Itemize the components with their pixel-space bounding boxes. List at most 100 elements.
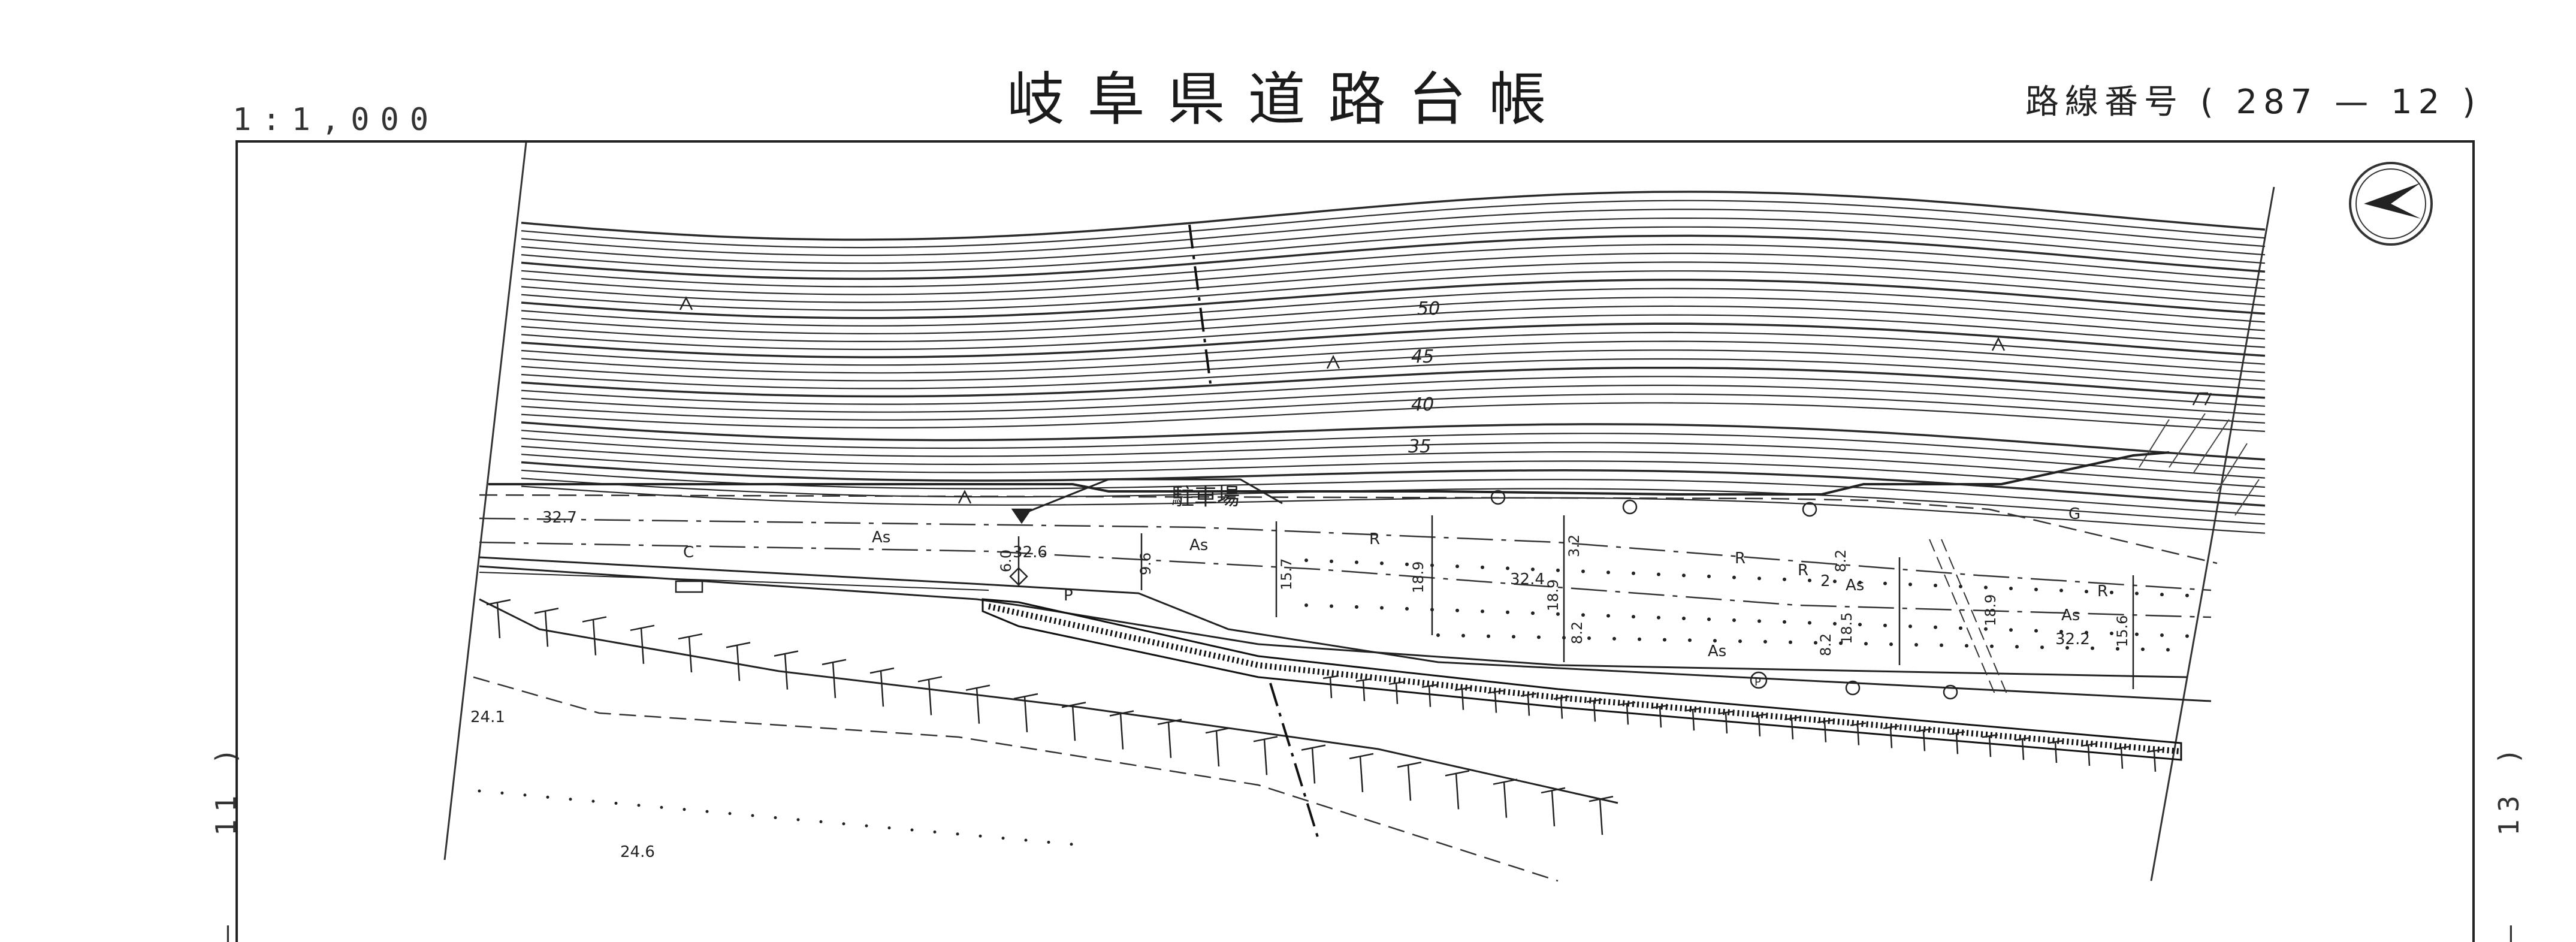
parking-label: 駐車場 bbox=[1171, 484, 1240, 510]
dot-marker bbox=[1990, 644, 1994, 648]
river-bank-2 bbox=[473, 676, 1559, 882]
contour-line bbox=[521, 349, 2266, 382]
contour-line bbox=[521, 485, 2266, 534]
dot-marker bbox=[1612, 636, 1616, 641]
dot-marker bbox=[796, 818, 800, 822]
dot-marker bbox=[2091, 646, 2094, 650]
dot-marker bbox=[1984, 627, 1988, 631]
dot-marker bbox=[2009, 587, 2013, 590]
dot-marker bbox=[2185, 593, 2189, 597]
triangulation-point-icon bbox=[1011, 508, 1032, 524]
embankment-tick bbox=[678, 633, 703, 673]
dot-marker bbox=[1732, 575, 1736, 579]
dot-marker bbox=[1808, 621, 1811, 625]
route-sheet: 12 bbox=[2391, 83, 2446, 122]
dot-marker bbox=[2160, 633, 2164, 637]
dot-marker bbox=[1959, 626, 1962, 630]
dot-marker bbox=[614, 802, 618, 805]
width-label: 8.2 bbox=[1817, 633, 1834, 656]
route-number: 路線番号 ( 287 — 12 ) bbox=[2025, 75, 2481, 123]
dot-marker bbox=[1487, 634, 1490, 638]
contour-line bbox=[521, 209, 2266, 256]
contour-line bbox=[521, 376, 2266, 407]
edge-label: P bbox=[1064, 587, 1073, 605]
embankment-tick bbox=[1355, 678, 1372, 701]
contour-label: 40 bbox=[1411, 394, 1434, 415]
embankment-tick bbox=[630, 624, 655, 664]
contour-line bbox=[521, 358, 2266, 390]
embankment-tick bbox=[2015, 736, 2031, 760]
dot-marker bbox=[1914, 643, 1918, 647]
dot-marker bbox=[1663, 638, 1666, 642]
embankment-tick bbox=[582, 616, 607, 656]
embankment-tick bbox=[1850, 722, 1867, 745]
route-close: ) bbox=[2462, 83, 2481, 122]
embankment-tick bbox=[1205, 727, 1230, 767]
map-symbols bbox=[675, 296, 2212, 700]
dot-marker bbox=[1833, 621, 1837, 626]
dot-marker bbox=[979, 834, 982, 838]
dot-marker bbox=[1858, 581, 1862, 584]
contour-line bbox=[521, 340, 2266, 374]
elev-label: 24.1 bbox=[470, 708, 505, 726]
contour-line bbox=[521, 421, 2266, 461]
dot-marker bbox=[1808, 578, 1811, 582]
contour-line bbox=[521, 393, 2266, 424]
embankment-tick bbox=[1916, 728, 1932, 751]
contour-label: 50 bbox=[1417, 298, 1440, 319]
width-label: 15.7 bbox=[1278, 558, 1295, 590]
width-label: 18.5 bbox=[1838, 612, 1855, 644]
route-label: 路線番号 bbox=[2025, 83, 2184, 122]
dot-marker bbox=[1481, 565, 1484, 569]
dot-marker bbox=[2141, 647, 2145, 651]
dot-marker bbox=[1783, 577, 1786, 581]
dot-marker bbox=[1581, 613, 1585, 617]
embankment-tick bbox=[1445, 770, 1470, 810]
dot-marker bbox=[1430, 608, 1434, 612]
dot-marker bbox=[1814, 641, 1817, 645]
embankment-tick bbox=[1586, 699, 1603, 722]
dot-marker bbox=[660, 805, 663, 809]
dot-marker bbox=[523, 793, 527, 797]
pole-symbol-label: P bbox=[1754, 676, 1761, 689]
surface-label: As bbox=[1708, 642, 1726, 660]
dot-marker bbox=[569, 798, 572, 801]
surface-label: As bbox=[1846, 576, 1864, 594]
retaining-wall bbox=[982, 598, 2182, 761]
dot-marker bbox=[1959, 584, 1962, 588]
dot-marker bbox=[1732, 618, 1736, 622]
dot-marker bbox=[1506, 610, 1509, 614]
embankment-tick bbox=[1817, 719, 1834, 742]
contour-line bbox=[521, 454, 2266, 497]
road-upper-edge-2 bbox=[479, 494, 2218, 564]
width-label: 8.2 bbox=[1569, 621, 1586, 644]
dot-marker bbox=[1304, 558, 1308, 562]
manhole-icon bbox=[1943, 684, 1958, 700]
contour-line bbox=[521, 200, 2266, 249]
dot-marker bbox=[751, 814, 754, 817]
dot-marker bbox=[1556, 568, 1560, 572]
dot-marker bbox=[591, 799, 595, 803]
dot-marker bbox=[774, 816, 777, 819]
embankment-tick bbox=[1397, 761, 1422, 801]
manhole-icon bbox=[1845, 680, 1861, 696]
dot-marker bbox=[1512, 635, 1515, 639]
contour-line bbox=[521, 445, 2266, 488]
contour-line bbox=[521, 366, 2266, 399]
route-dash: — bbox=[2335, 83, 2375, 122]
contour-line bbox=[521, 331, 2266, 366]
dot-marker bbox=[1330, 559, 1333, 563]
dot-marker bbox=[1355, 605, 1358, 609]
embankment-tick bbox=[1322, 675, 1339, 699]
dot-marker bbox=[705, 810, 709, 813]
dot-marker bbox=[2116, 647, 2119, 651]
station-line bbox=[1188, 224, 1319, 840]
dot-marker bbox=[1738, 639, 1742, 644]
dot-marker bbox=[1537, 635, 1541, 639]
dot-marker bbox=[1707, 574, 1711, 578]
dot-marker bbox=[1657, 615, 1660, 620]
embankment-tick bbox=[1652, 704, 1669, 728]
slope-hatching bbox=[2139, 413, 2260, 516]
embankment-tick bbox=[1157, 718, 1182, 758]
contour-line bbox=[521, 234, 2266, 280]
